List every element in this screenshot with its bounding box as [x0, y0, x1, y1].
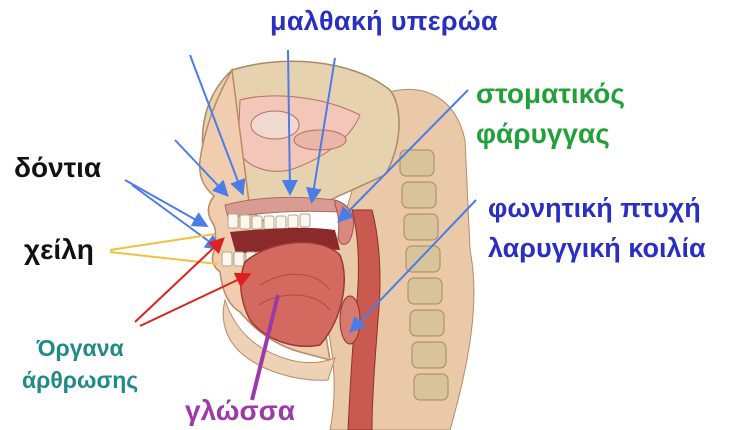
- tongue-shape: [241, 242, 344, 346]
- sinus: [251, 111, 299, 139]
- laryngeal-ventricle-label: λαρυγγική κοιλία: [488, 228, 706, 268]
- organs-line-2: άρθρωσης: [22, 364, 138, 396]
- articulation-organs-label: Όργανα άρθρωσης: [22, 332, 138, 396]
- vocal-label: φωνητική πτυχή λαρυγγική κοιλία: [488, 188, 706, 268]
- lips-label: χείλη: [24, 234, 94, 266]
- tongue-label: γλώσσα: [185, 395, 295, 427]
- upper-teeth: [228, 214, 310, 229]
- organs-line-1: Όργανα: [22, 332, 138, 364]
- soft-palate-label: μαλθακή υπερώα: [270, 6, 498, 37]
- vocal-fold-label: φωνητική πτυχή: [488, 188, 706, 228]
- oral-pharynx-label: στοματικός φάρυγγας: [476, 74, 625, 154]
- larynx: [340, 296, 360, 344]
- teeth-label: δόντια: [14, 152, 101, 184]
- oral-pharynx-line-2: φάρυγγας: [476, 114, 625, 154]
- oral-pharynx-line-1: στοματικός: [476, 74, 625, 114]
